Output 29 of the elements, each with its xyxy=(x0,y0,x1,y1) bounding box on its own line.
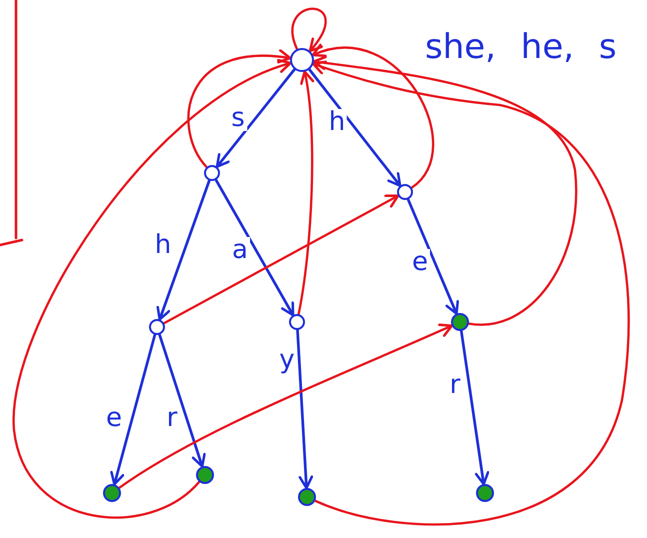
filled-state-circle xyxy=(451,313,469,331)
self-loop-arrow xyxy=(292,8,327,52)
curved-arrow xyxy=(118,323,454,489)
state-circle xyxy=(149,319,165,335)
curved-arrow xyxy=(297,70,314,316)
state-circle xyxy=(204,165,220,181)
curved-arrow xyxy=(312,56,578,326)
curved-arrow xyxy=(312,44,434,189)
arrow xyxy=(162,194,400,324)
filled-state-circle xyxy=(103,484,121,502)
arrow xyxy=(156,179,211,321)
arrow xyxy=(308,68,402,188)
arrow xyxy=(406,198,459,316)
filled-state-circle xyxy=(476,484,494,502)
curved-arrow xyxy=(187,50,292,168)
keyword-list: she, he, s xyxy=(425,28,617,68)
state-circle xyxy=(289,314,305,330)
arrow xyxy=(158,333,206,468)
curved-arrow xyxy=(12,60,292,519)
arrow xyxy=(110,333,156,486)
arrow xyxy=(460,330,490,486)
curved-arrow xyxy=(312,60,630,526)
arrow xyxy=(216,68,296,168)
filled-state-circle xyxy=(196,466,214,484)
state-circle xyxy=(290,48,314,72)
filled-state-circle xyxy=(298,488,316,506)
state-circle xyxy=(397,184,413,200)
arrow xyxy=(296,328,314,490)
arrow xyxy=(214,178,294,316)
